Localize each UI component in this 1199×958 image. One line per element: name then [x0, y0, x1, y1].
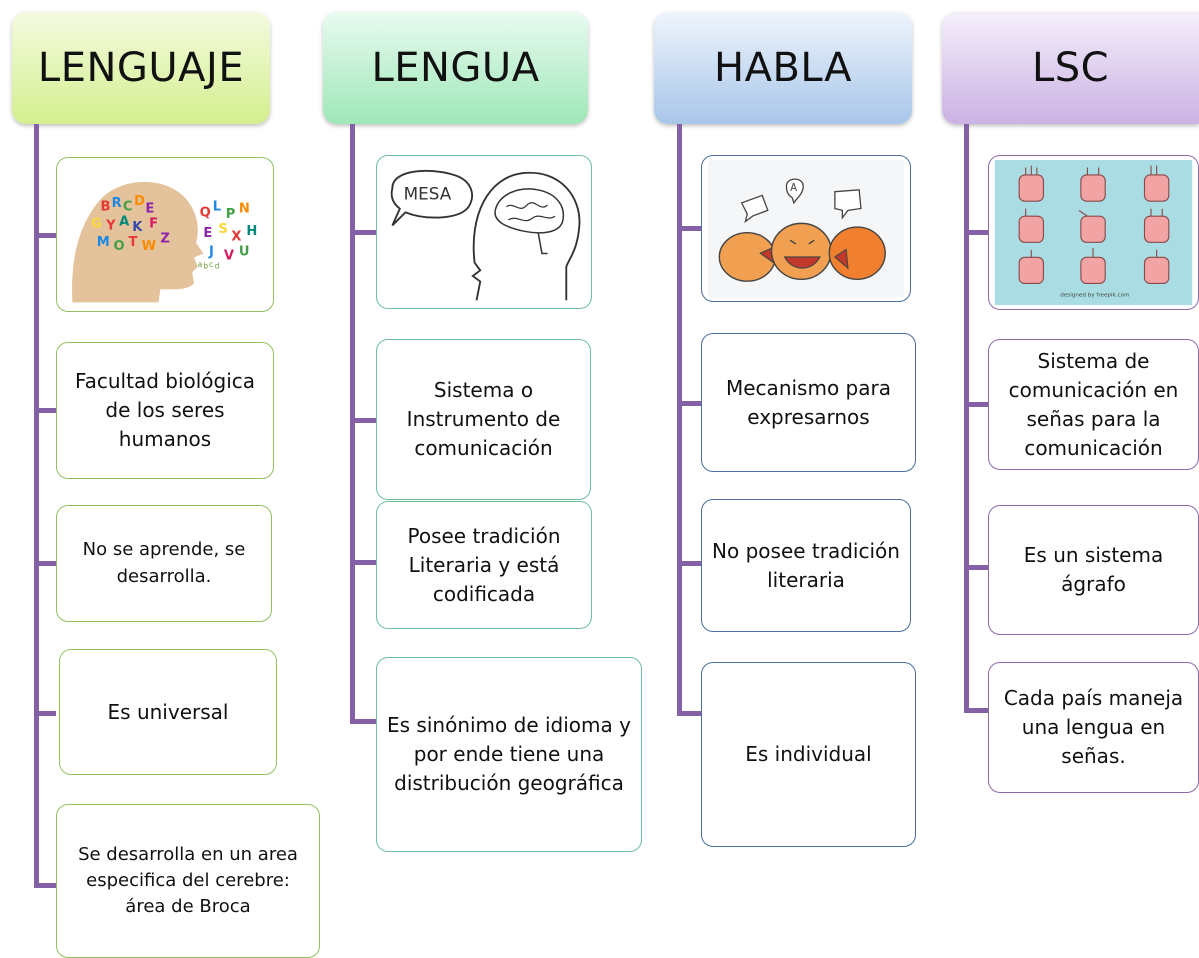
- svg-text:V: V: [224, 248, 235, 263]
- header-lengua: LENGUA: [323, 12, 588, 124]
- connector-vertical: [34, 124, 39, 887]
- svg-text:Q: Q: [200, 205, 211, 220]
- lsc-image-box: designed by freepik.com: [988, 155, 1199, 310]
- sign-language-hands-icon: designed by freepik.com: [994, 160, 1193, 305]
- svg-text:T: T: [129, 235, 138, 250]
- connector-horizontal: [34, 233, 56, 238]
- header-habla: HABLA: [654, 12, 912, 124]
- connector-horizontal: [964, 565, 988, 570]
- svg-text:O: O: [114, 239, 125, 254]
- lenguaje-box-4-text: Se desarrolla en un area especifica del …: [78, 843, 298, 918]
- lenguaje-box-1-text: Facultad biológica de los seres humanos: [74, 369, 256, 451]
- svg-text:H: H: [246, 224, 257, 239]
- svg-text:P: P: [226, 207, 236, 222]
- lsc-box-1-text: Sistema de comunicación en señas para la…: [1008, 348, 1179, 460]
- svg-text:K: K: [132, 220, 143, 235]
- header-lenguaje-title: LENGUAJE: [37, 45, 245, 91]
- lenguaje-box-1: Facultad biológica de los seres humanos: [56, 342, 274, 479]
- lsc-box-3: Cada país maneja una lengua en señas.: [988, 662, 1199, 793]
- header-lsc-title: LSC: [1031, 45, 1110, 91]
- svg-text:E: E: [145, 202, 154, 217]
- lsc-box-2: Es un sistema ágrafo: [988, 505, 1199, 635]
- connector-horizontal: [350, 418, 376, 423]
- connector-vertical: [350, 124, 355, 724]
- svg-text:S: S: [218, 222, 227, 237]
- connector-horizontal: [34, 883, 56, 888]
- talking-faces-icon: A: [708, 160, 904, 297]
- connector-horizontal: [34, 711, 56, 716]
- header-lengua-title: LENGUA: [371, 45, 540, 91]
- svg-text:W: W: [142, 239, 157, 254]
- connector-horizontal: [677, 401, 701, 406]
- connector-horizontal: [677, 561, 701, 566]
- habla-box-1: Mecanismo para expresarnos: [701, 333, 916, 472]
- connector-horizontal: [964, 230, 988, 235]
- svg-text:N: N: [239, 202, 250, 217]
- lsc-box-3-text: Cada país maneja una lengua en señas.: [1003, 686, 1184, 768]
- svg-text:b: b: [203, 262, 208, 271]
- habla-box-2: No posee tradición literaria: [701, 499, 911, 632]
- connector-vertical: [677, 124, 682, 716]
- lenguaje-box-3-text: Es universal: [107, 699, 229, 724]
- lengua-box-3: Es sinónimo de idioma y por ende tiene u…: [376, 657, 642, 852]
- svg-text:R: R: [112, 196, 122, 211]
- habla-image-box: A: [701, 155, 911, 302]
- header-lenguaje: LENGUAJE: [12, 12, 270, 124]
- svg-text:designed by freepik.com: designed by freepik.com: [1060, 293, 1129, 299]
- svg-text:L: L: [213, 200, 221, 215]
- habla-box-2-text: No posee tradición literaria: [712, 538, 900, 592]
- lenguaje-box-4: Se desarrolla en un area especifica del …: [56, 804, 320, 958]
- connector-horizontal: [350, 719, 376, 724]
- connector-horizontal: [964, 402, 988, 407]
- svg-text:D: D: [134, 194, 145, 209]
- connector-horizontal: [677, 226, 701, 231]
- lengua-image-box: MESA: [376, 155, 592, 309]
- connector-horizontal: [350, 560, 376, 565]
- svg-text:M: M: [97, 235, 110, 250]
- svg-text:d: d: [215, 262, 220, 271]
- habla-box-3: Es individual: [701, 662, 916, 847]
- svg-text:X: X: [231, 230, 241, 245]
- svg-text:U: U: [239, 245, 250, 260]
- connector-horizontal: [34, 561, 56, 566]
- connector-horizontal: [677, 711, 701, 716]
- svg-text:F: F: [149, 216, 158, 231]
- habla-box-3-text: Es individual: [745, 742, 872, 766]
- habla-box-1-text: Mecanismo para expresarnos: [726, 375, 891, 429]
- lengua-box-2: Posee tradición Literaria y está codific…: [376, 501, 592, 629]
- lengua-box-3-text: Es sinónimo de idioma y por ende tiene u…: [387, 713, 631, 795]
- svg-text:E: E: [203, 226, 212, 241]
- svg-text:B: B: [100, 200, 110, 215]
- connector-horizontal: [34, 408, 56, 413]
- svg-text:Z: Z: [160, 231, 169, 246]
- svg-text:J: J: [208, 245, 214, 260]
- lengua-image-text: MESA: [404, 183, 452, 203]
- svg-text:Y: Y: [105, 218, 116, 233]
- connector-vertical: [964, 124, 969, 713]
- header-habla-title: HABLA: [714, 45, 852, 91]
- lengua-box-1-text: Sistema o Instrumento de comunicación: [406, 378, 561, 460]
- connector-horizontal: [964, 708, 988, 713]
- lenguaje-box-3: Es universal: [59, 649, 277, 775]
- lenguaje-box-2-text: No se aprende, se desarrolla.: [82, 539, 246, 587]
- lengua-box-2-text: Posee tradición Literaria y está codific…: [407, 523, 561, 606]
- header-lsc: LSC: [942, 12, 1199, 124]
- svg-text:G: G: [91, 216, 102, 231]
- lsc-box-2-text: Es un sistema ágrafo: [1023, 543, 1164, 596]
- svg-text:A: A: [119, 215, 130, 230]
- connector-horizontal: [350, 230, 376, 235]
- svg-text:C: C: [123, 200, 133, 215]
- svg-text:A: A: [790, 182, 797, 194]
- lengua-box-1: Sistema o Instrumento de comunicación: [376, 339, 591, 500]
- lsc-box-1: Sistema de comunicación en señas para la…: [988, 339, 1199, 470]
- svg-text:c: c: [209, 260, 213, 269]
- svg-text:a: a: [198, 260, 203, 269]
- head-brain-mesa-icon: MESA: [390, 170, 581, 301]
- lenguaje-box-2: No se aprende, se desarrolla.: [56, 505, 272, 622]
